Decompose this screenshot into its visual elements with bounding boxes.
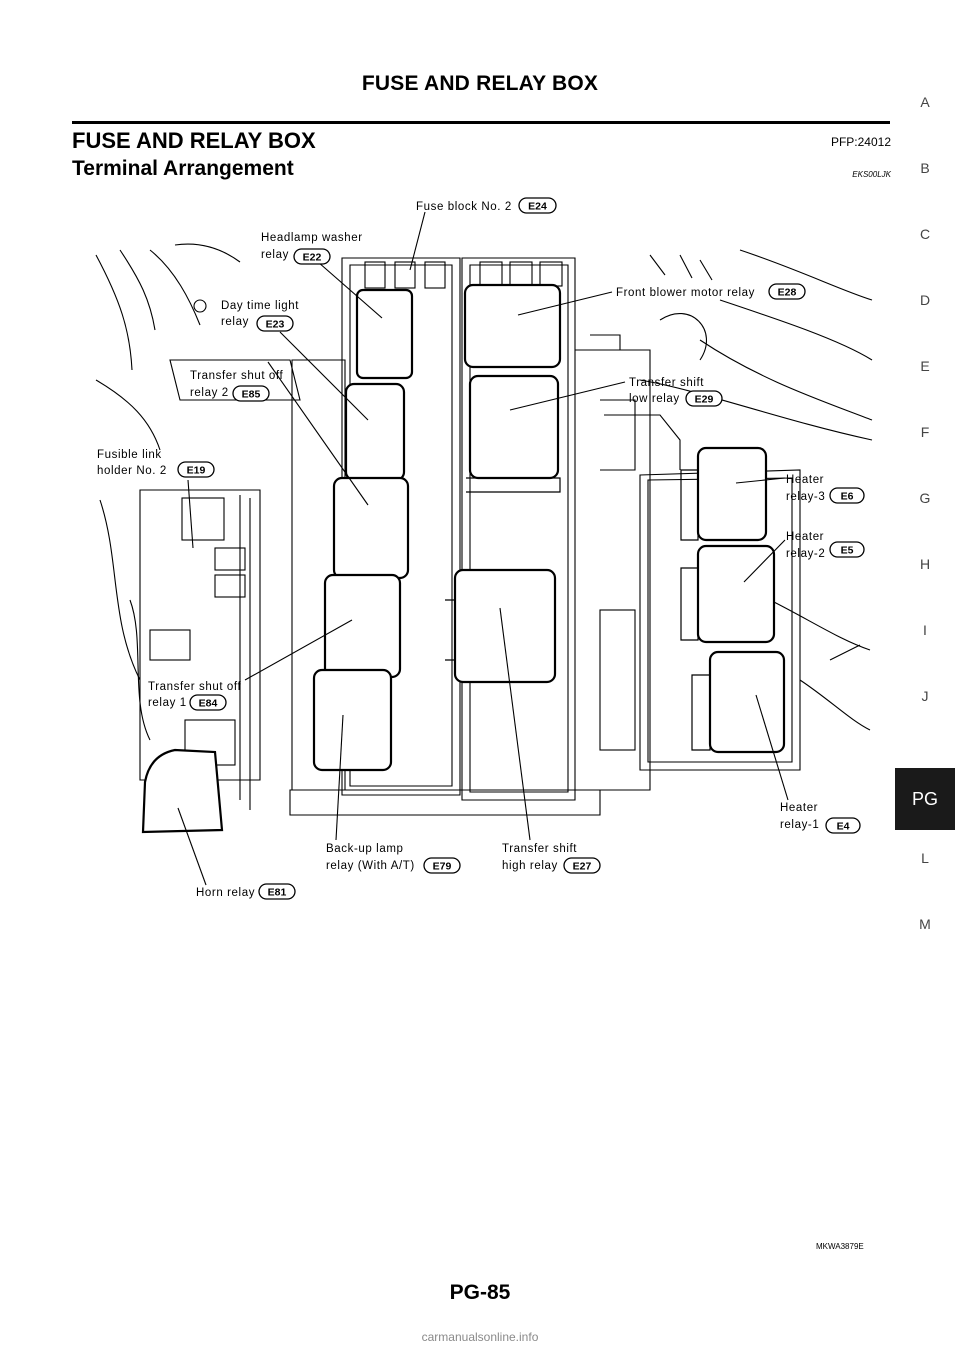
label-headlamp-washer-2: relay	[261, 249, 289, 261]
pfp-code: PFP:24012	[830, 135, 891, 149]
connector-e29: E29	[695, 394, 714, 406]
label-day-time-light-2: relay	[221, 316, 249, 328]
connector-pill-e81	[258, 883, 296, 900]
label-back-up-lamp-2: relay (With A/T)	[326, 860, 415, 872]
relay-transfer-shift-low	[468, 374, 560, 480]
label-transfer-shut-off-1-1: Transfer shut off	[148, 681, 241, 693]
index-letter-g[interactable]: G	[919, 490, 931, 506]
index-letter-j[interactable]: J	[921, 688, 929, 704]
page-number: PG-85	[449, 1281, 511, 1304]
section-title: FUSE AND RELAY BOX	[72, 128, 316, 153]
label-transfer-shut-off-1-2: relay 1	[148, 697, 187, 709]
index-letter-m[interactable]: M	[919, 916, 931, 932]
connector-pill-e29	[685, 390, 723, 407]
callout-labels: Fuse block No. 2 E24 Headlamp washer rel…	[97, 197, 865, 900]
index-letter-h[interactable]: H	[919, 556, 931, 572]
subsection-title: Terminal Arrangement	[72, 157, 294, 180]
relay-heater-3	[696, 446, 768, 542]
label-front-blower-motor: Front blower motor relay	[616, 287, 755, 299]
connector-e84: E84	[199, 698, 218, 710]
label-heater-relay-3-1: Heater	[786, 474, 824, 486]
label-heater-relay-3-2: relay-3	[786, 491, 825, 503]
connector-e23: E23	[266, 319, 285, 331]
connector-pill-e79	[423, 857, 461, 874]
index-letter-d[interactable]: D	[919, 292, 931, 308]
footer-watermark[interactable]: carmanualsonline.info	[421, 1330, 539, 1344]
label-heater-relay-2-1: Heater	[786, 531, 824, 543]
connector-pill-e5	[829, 541, 865, 558]
relay-transfer-shift-high	[453, 568, 557, 684]
relay-headlamp-washer	[355, 288, 414, 380]
background-linework	[95, 243, 873, 810]
connector-e24: E24	[528, 201, 547, 213]
subsection-code: EKS00LJK	[852, 170, 891, 179]
label-transfer-shift-high-1: Transfer shift	[502, 843, 577, 855]
label-transfer-shut-off-2-2: relay 2	[190, 387, 229, 399]
relay-transfer-shut-off-1	[323, 573, 402, 679]
connector-e5: E5	[841, 545, 854, 557]
header-rule	[72, 121, 890, 124]
connector-e85: E85	[242, 389, 261, 401]
figure-code: MKWA3879E	[816, 1242, 864, 1251]
connector-pill-e4	[825, 817, 861, 834]
relay-heater-1	[708, 650, 786, 754]
connector-pill-e6	[829, 487, 865, 504]
relay-back-up-lamp	[312, 668, 393, 772]
page-header-title: FUSE AND RELAY BOX	[361, 72, 599, 95]
connector-pill-e27	[563, 857, 601, 874]
label-heater-relay-1-2: relay-1	[780, 819, 819, 831]
connector-pill-e19	[177, 461, 215, 478]
connector-pill-e85	[232, 385, 270, 402]
index-letter-a[interactable]: A	[920, 94, 930, 110]
label-transfer-shut-off-2-1: Transfer shut off	[190, 370, 283, 382]
leader-lines	[177, 211, 789, 886]
label-transfer-shift-low-1: Transfer shift	[629, 377, 704, 389]
relay-blocks	[141, 283, 786, 834]
connector-pill-e28	[768, 283, 806, 300]
connector-e4: E4	[837, 821, 850, 833]
index-letter-i[interactable]: I	[923, 622, 927, 638]
label-transfer-shift-high-2: high relay	[502, 860, 558, 872]
label-heater-relay-1-1: Heater	[780, 802, 818, 814]
connector-e6: E6	[841, 491, 854, 503]
connector-pill-e23	[256, 315, 294, 332]
fuse-relay-box-figure: Fuse block No. 2 E24 Headlamp washer rel…	[95, 197, 873, 900]
relay-transfer-shut-off-2	[332, 476, 410, 580]
relay-day-time-light	[344, 382, 406, 482]
index-letter-c[interactable]: C	[919, 226, 931, 242]
connector-pill-e84	[189, 694, 227, 711]
relay-front-blower-motor	[463, 283, 562, 369]
relay-horn	[141, 748, 224, 834]
connector-e27: E27	[573, 861, 592, 873]
index-letter-f[interactable]: F	[920, 424, 930, 440]
label-fusible-link-2: holder No. 2	[97, 465, 167, 477]
connector-e22: E22	[303, 252, 322, 264]
label-transfer-shift-low-2: low relay	[629, 393, 680, 405]
label-back-up-lamp-1: Back-up lamp	[326, 843, 404, 855]
connector-e28: E28	[778, 287, 797, 299]
connector-e19: E19	[187, 465, 206, 477]
connector-pill-e22	[293, 248, 331, 265]
label-fusible-link-1: Fusible link	[97, 449, 162, 461]
label-horn-relay: Horn relay	[196, 887, 255, 899]
index-letter-e[interactable]: E	[920, 358, 930, 374]
index-letter-l[interactable]: L	[921, 850, 929, 866]
label-headlamp-washer-1: Headlamp washer	[261, 232, 363, 244]
connector-e79: E79	[433, 861, 452, 873]
label-fuse-block: Fuse block No. 2	[416, 201, 512, 213]
label-day-time-light-1: Day time light	[221, 300, 299, 312]
relay-heater-2	[696, 544, 776, 644]
connector-e81: E81	[268, 887, 287, 899]
connector-pill-e24	[518, 197, 557, 214]
index-tab-pg[interactable]: PG	[895, 768, 955, 830]
label-heater-relay-2-2: relay-2	[786, 548, 825, 560]
index-letter-b[interactable]: B	[920, 160, 930, 176]
